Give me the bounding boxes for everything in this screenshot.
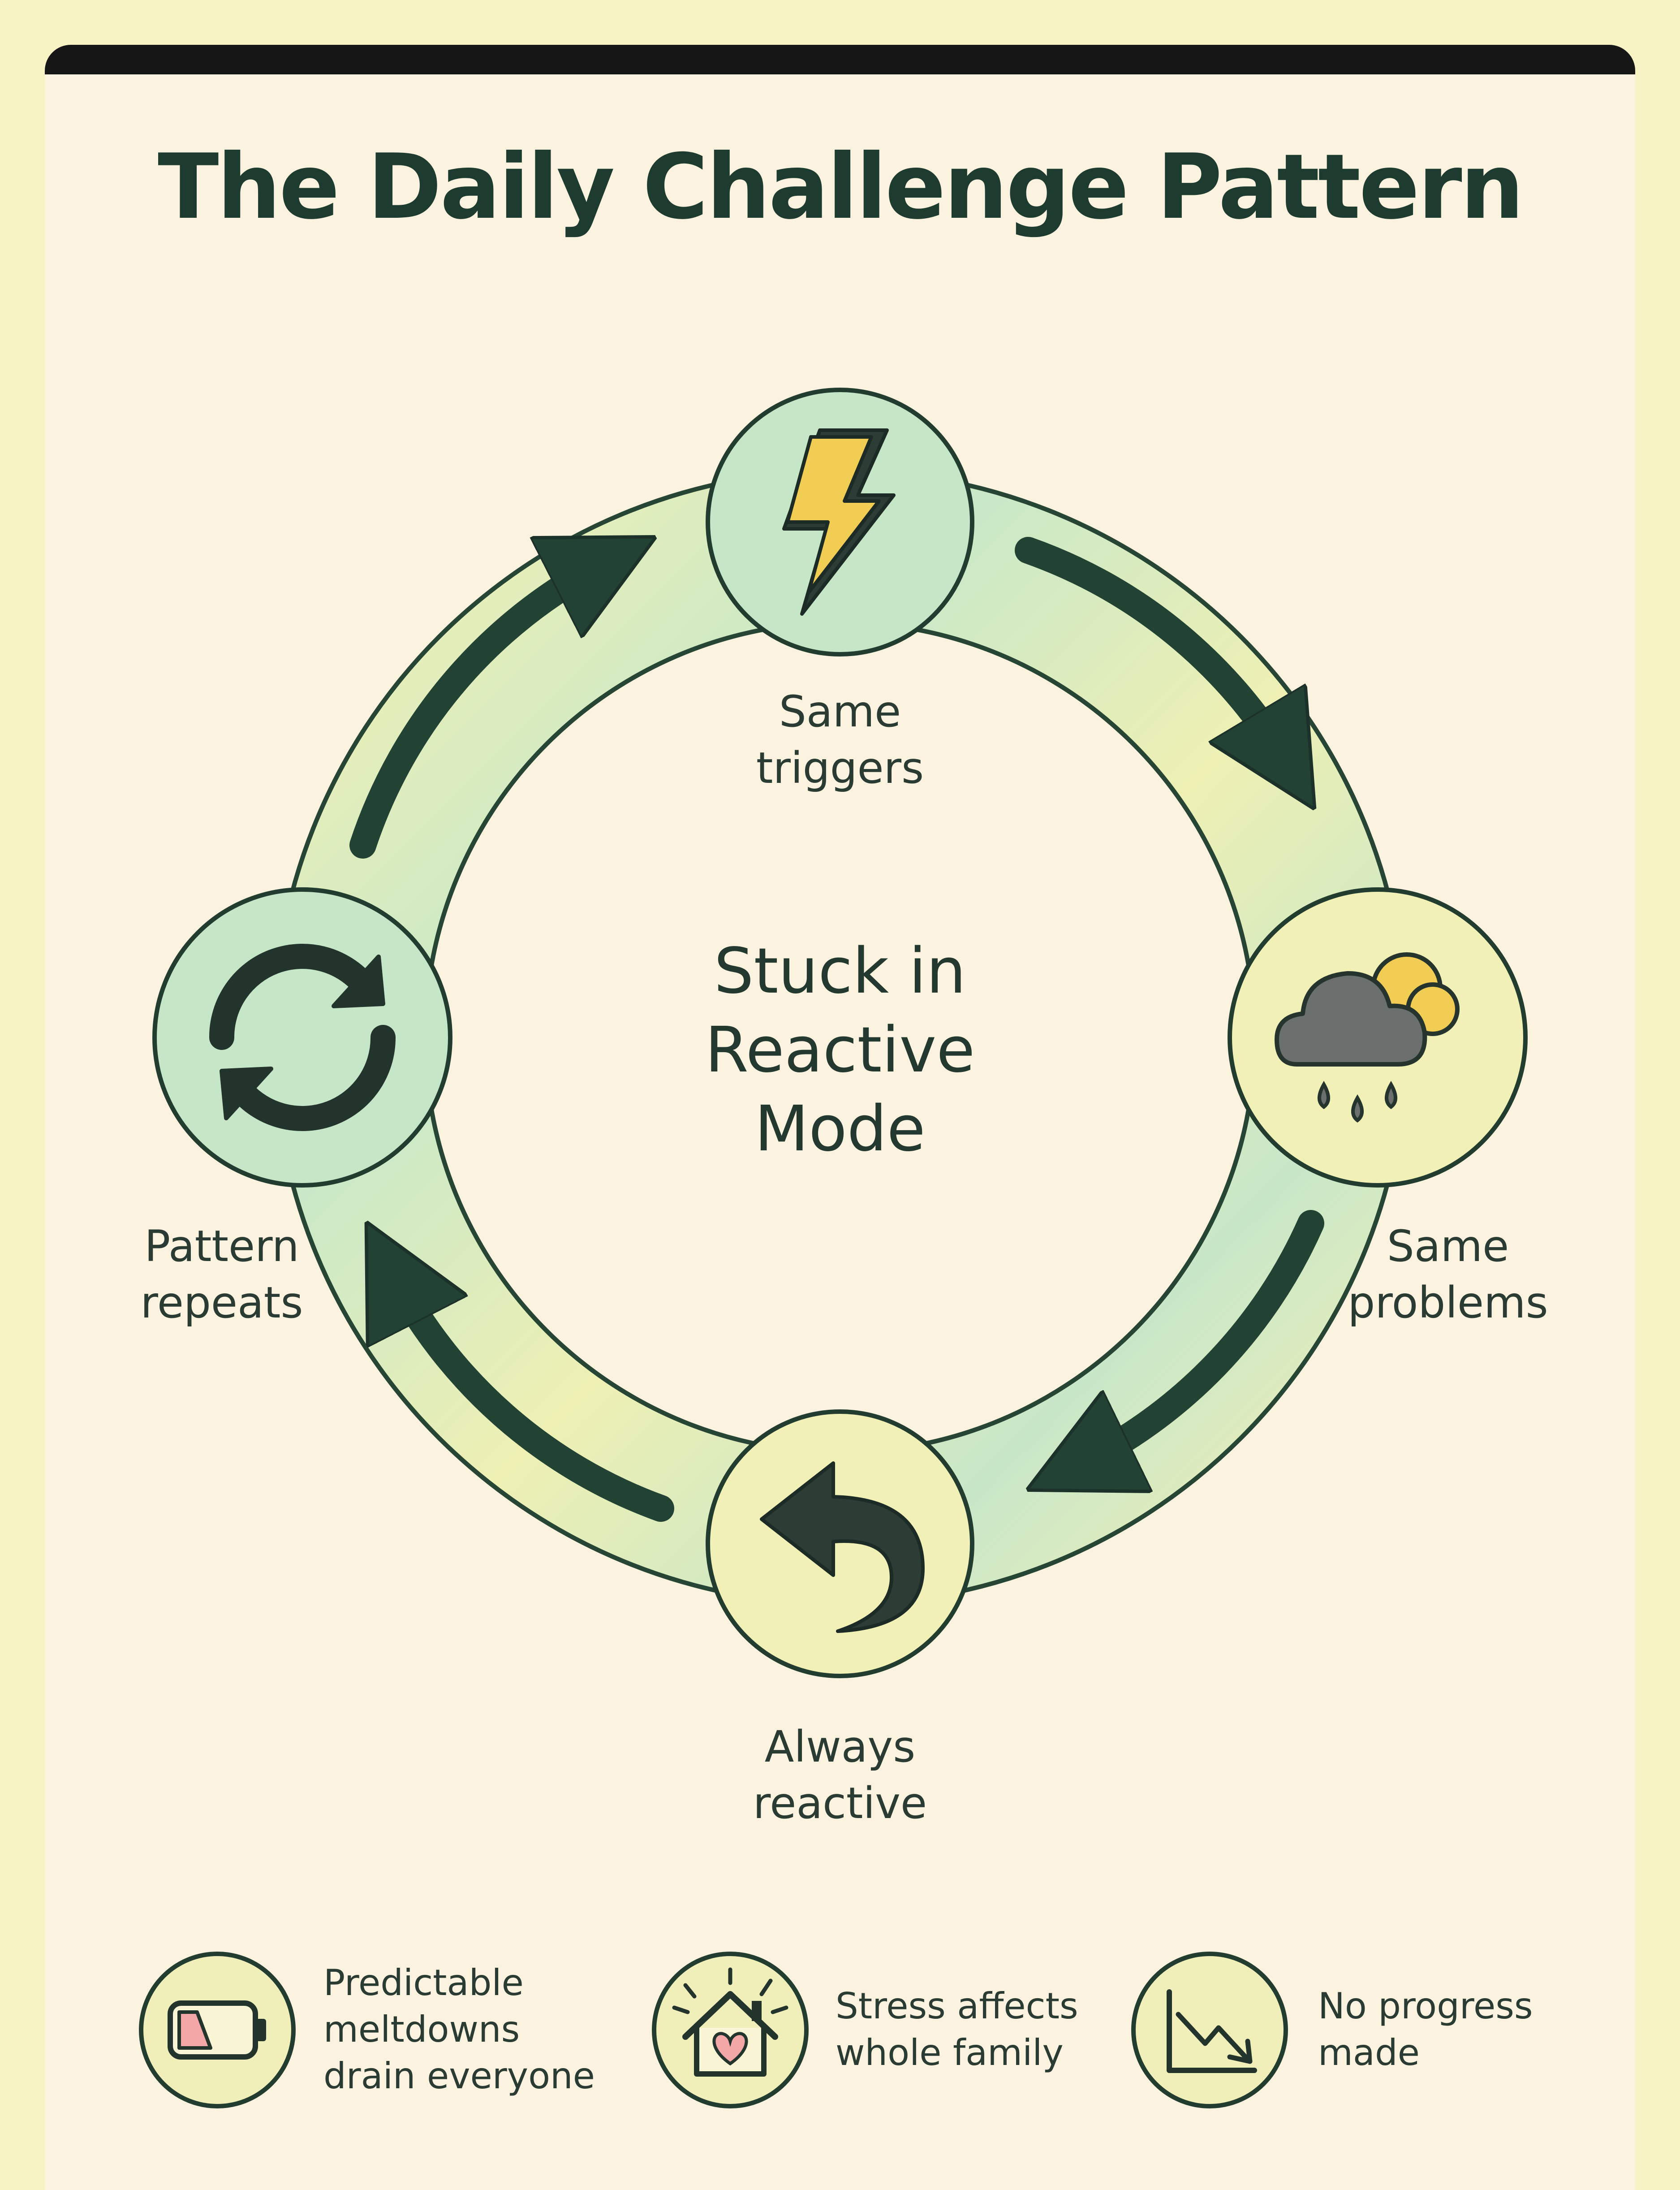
label-line: reactive: [753, 1778, 927, 1828]
footer-icon-battery: [139, 1952, 296, 2108]
label-line: Same: [1387, 1221, 1509, 1271]
label-line: Always: [764, 1722, 916, 1772]
arrow-top-to-right: [1015, 537, 1286, 761]
refresh-cycle-icon: [209, 944, 396, 1131]
footer-line: Stress affects: [836, 1985, 1078, 2027]
cycle-node-repeats: [152, 887, 452, 1188]
footer-line: Predictable: [323, 1962, 524, 2004]
footer-line: made: [1318, 2032, 1420, 2073]
card-top-bar: [45, 45, 1635, 74]
footer-text-meltdowns: Predictable meltdowns drain everyone: [323, 1960, 595, 2099]
center-line: Reactive: [705, 1014, 975, 1087]
rain-cloud-icon: [1275, 952, 1460, 1123]
cycle-node-triggers: [706, 388, 974, 657]
declining-chart-icon: [1167, 1989, 1257, 2073]
center-line: Mode: [754, 1093, 926, 1166]
label-same-problems: Same problems: [1269, 1218, 1627, 1331]
stressed-house-icon: [672, 1967, 788, 2077]
low-battery-icon: [168, 2000, 266, 2060]
footer-text-stress: Stress affects whole family: [836, 1983, 1078, 2076]
footer-icon-house: [652, 1952, 809, 2108]
center-caption: Stuck in Reactive Mode: [616, 932, 1064, 1169]
lightning-bolt-icon: [782, 428, 896, 616]
label-always-reactive: Always reactive: [661, 1719, 1019, 1831]
footer-line: No progress: [1318, 1985, 1533, 2027]
footer-line: drain everyone: [323, 2055, 595, 2097]
cycle-node-problems: [1228, 887, 1528, 1188]
label-line: repeats: [140, 1278, 303, 1328]
undo-arrow-icon: [760, 1461, 925, 1633]
footer-line: whole family: [836, 2032, 1064, 2073]
label-line: triggers: [756, 743, 924, 793]
arrow-bottom-to-left: [392, 1272, 674, 1522]
footer-icon-chart: [1131, 1952, 1288, 2108]
page-title: The Daily Challenge Pattern: [158, 135, 1524, 239]
label-line: Pattern: [144, 1221, 299, 1271]
arrow-right-to-bottom: [1077, 1210, 1324, 1465]
label-same-triggers: Same triggers: [661, 683, 1019, 796]
label-line: problems: [1348, 1278, 1548, 1328]
label-line: Same: [779, 687, 901, 737]
footer-text-no-progress: No progress made: [1318, 1983, 1533, 2076]
cycle-arrows: [349, 537, 1324, 1522]
arrow-left-to-top: [349, 562, 606, 859]
label-pattern-repeats: Pattern repeats: [43, 1218, 401, 1331]
center-line: Stuck in: [714, 935, 966, 1008]
cycle-node-reactive: [706, 1409, 974, 1678]
footer-line: meltdowns: [323, 2009, 520, 2050]
